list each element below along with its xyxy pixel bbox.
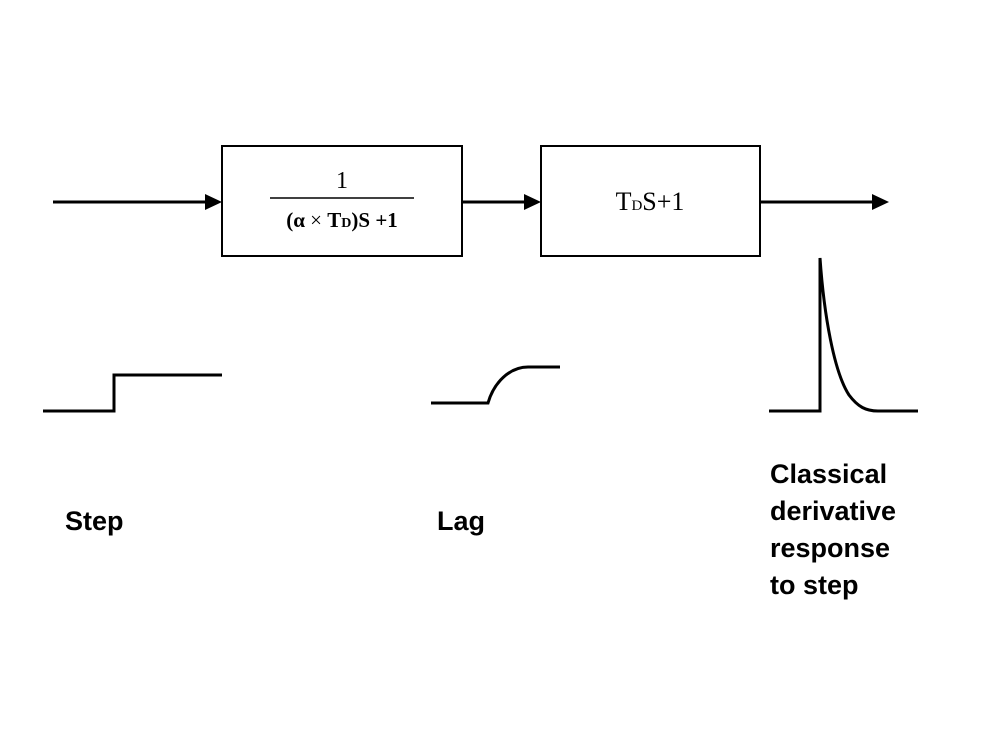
step-label: Step xyxy=(65,506,124,536)
step-waveform xyxy=(43,373,222,413)
lag-label: Lag xyxy=(437,506,486,536)
derivative-label-line-4: to step xyxy=(770,570,859,600)
lag-filter-block xyxy=(221,145,463,257)
connector-arrowhead xyxy=(524,194,541,210)
lead-block xyxy=(540,145,761,257)
derivative-label: Classical derivative response to step xyxy=(770,456,896,604)
lag-denominator: (α × TD)S +1 xyxy=(286,208,398,232)
derivative-waveform xyxy=(769,257,918,413)
derivative-label-line-3: response xyxy=(770,533,891,563)
derivative-label-line-1: Classical xyxy=(770,459,888,489)
lag-waveform xyxy=(431,365,560,405)
input-arrowhead xyxy=(205,194,222,210)
derivative-label-line-2: derivative xyxy=(770,496,897,526)
lead-expression: TDS+1 xyxy=(616,187,685,216)
output-arrowhead xyxy=(872,194,889,210)
lag-numerator: 1 xyxy=(336,168,348,194)
